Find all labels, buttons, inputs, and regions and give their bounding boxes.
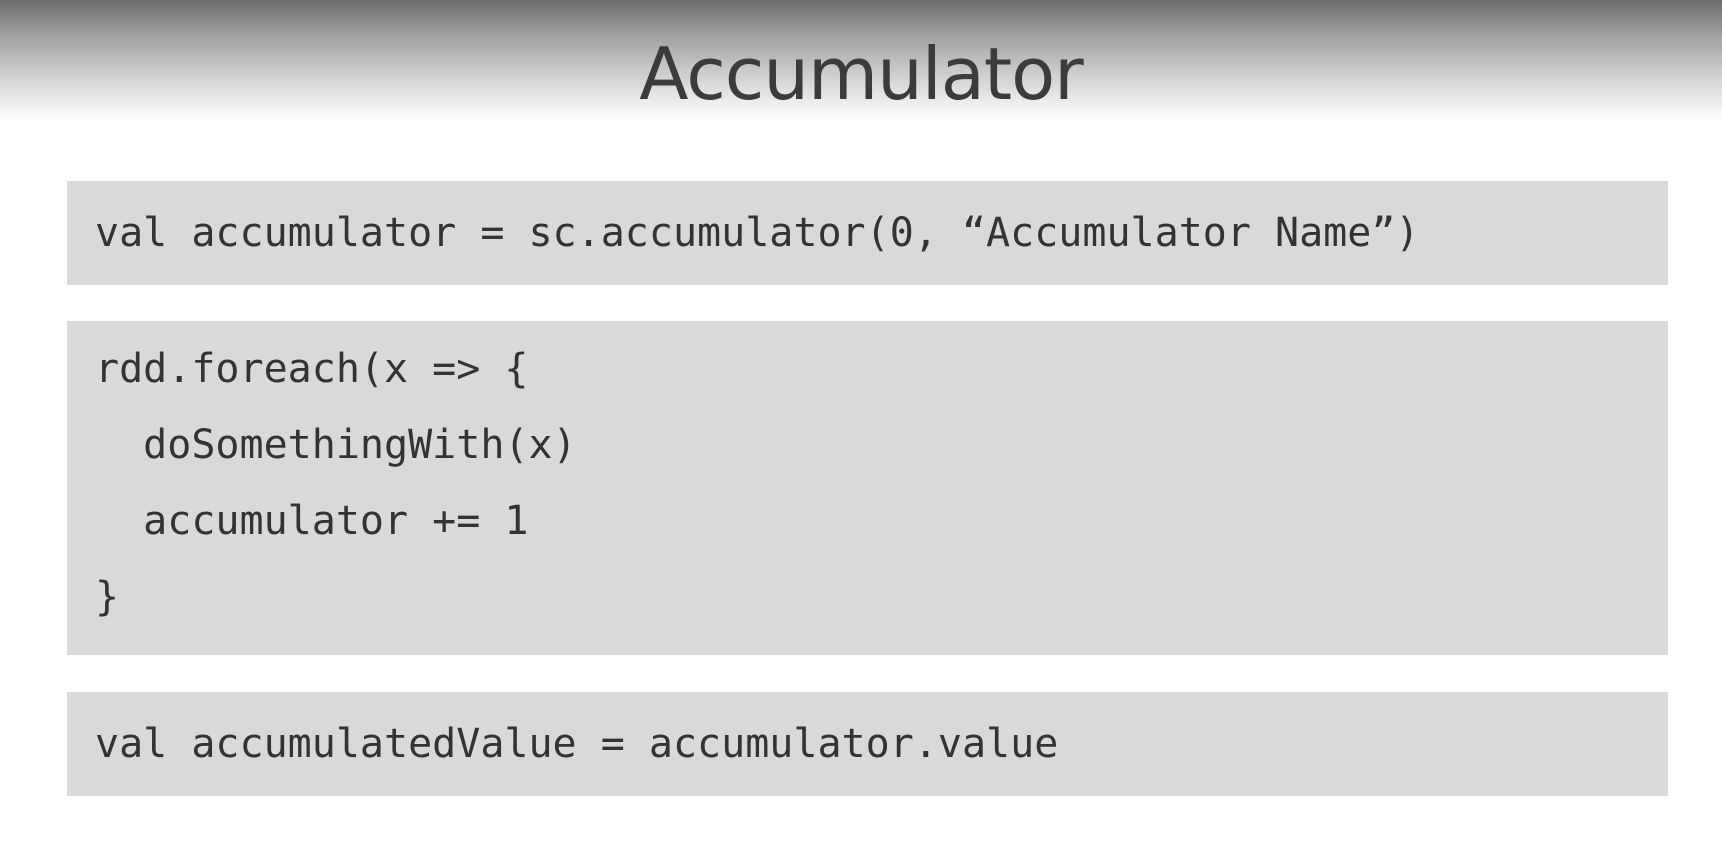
code-line: accumulator += 1 [95,498,529,544]
code-line: } [95,574,120,620]
code-line: val accumulatedValue = accumulator.value [95,721,1059,767]
code-block-accumulator-declaration: val accumulator = sc.accumulator(0, “Acc… [67,181,1668,285]
slide-title: Accumulator [639,32,1084,116]
code-block-accumulated-value: val accumulatedValue = accumulator.value [67,692,1668,796]
title-banner: Accumulator [0,0,1722,122]
code-block-foreach: rdd.foreach(x => { doSomethingWith(x) ac… [67,321,1668,655]
code-line: val accumulator = sc.accumulator(0, “Acc… [95,210,1420,256]
code-line: rdd.foreach(x => { [95,346,529,392]
code-line: doSomethingWith(x) [95,422,577,468]
